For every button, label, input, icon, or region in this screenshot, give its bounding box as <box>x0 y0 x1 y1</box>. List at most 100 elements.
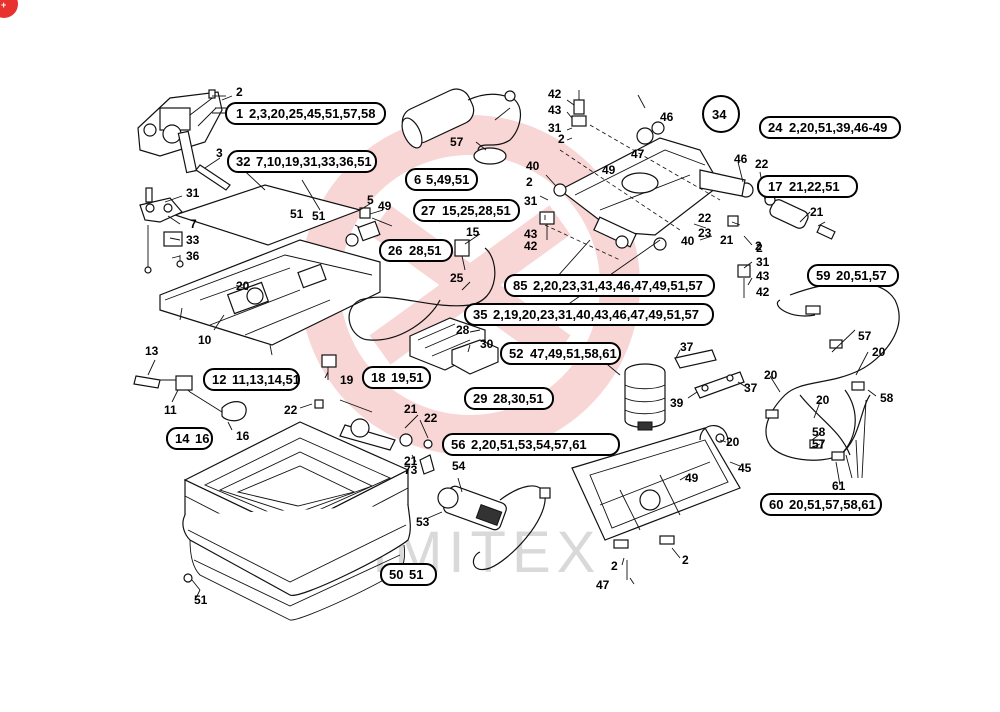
part-label: 20 <box>726 435 740 449</box>
callout-number: 59 <box>816 268 830 283</box>
part-label: 39 <box>670 396 684 410</box>
part-label: 23 <box>698 226 712 240</box>
callout-refs: 28,51 <box>409 243 442 258</box>
part-label: 43 <box>756 269 770 283</box>
part-label: 42 <box>756 285 770 299</box>
scissor-arm-drawing <box>539 90 754 298</box>
part-label: 21 <box>810 205 824 219</box>
callout-refs: 47,49,51,58,61 <box>530 346 617 361</box>
callout-number: 26 <box>388 243 402 258</box>
part-label: 22 <box>284 403 298 417</box>
callout-number: 1 <box>236 106 243 121</box>
callout-number: 12 <box>212 372 226 387</box>
corner-badge-glyph: + <box>1 0 6 10</box>
drive-motor-drawing <box>437 485 551 571</box>
part-label: 47 <box>631 147 645 161</box>
side-link-drawing <box>314 399 435 475</box>
part-label: 37 <box>744 381 758 395</box>
part-label: 20 <box>872 345 886 359</box>
part-label: 51 <box>312 209 326 223</box>
part-label: 5 <box>367 193 374 207</box>
callout-pill: 29 28,30,51 <box>464 387 554 410</box>
part-label: 2 <box>682 553 689 567</box>
part-label: 58 <box>812 425 826 439</box>
control-module-drawing <box>409 317 499 375</box>
callout-pill: 59 20,51,57 <box>807 264 899 287</box>
part-label: 36 <box>186 249 200 263</box>
callout-pill: 27 15,25,28,51 <box>413 199 520 222</box>
part-label: 43 <box>524 227 538 241</box>
part-label: 21 <box>720 233 734 247</box>
air-spring-drawing <box>624 363 666 431</box>
part-label: 28 <box>456 323 470 337</box>
part-label: 30 <box>480 337 494 351</box>
part-label: 57 <box>812 437 826 451</box>
part-label: 21 <box>404 402 418 416</box>
callout-pill: 14 16 <box>166 427 213 450</box>
part-label: 21 <box>404 454 418 468</box>
callout-pill: 6 5,49,51 <box>405 168 478 191</box>
part-label: 7 <box>190 217 197 231</box>
callout-pill: 17 21,22,51 <box>757 175 858 198</box>
air-reservoir-drawing <box>401 88 522 165</box>
part-label: 22 <box>755 157 769 171</box>
part-label: 31 <box>524 194 538 208</box>
part-label: 46 <box>660 110 674 124</box>
part-label: 2 <box>526 175 533 189</box>
part-label: 11 <box>164 403 177 417</box>
part-label: 40 <box>681 234 695 248</box>
part-label: 2 <box>756 241 763 255</box>
callout-pill: 12 11,13,14,51 <box>203 368 300 391</box>
callout-number: 32 <box>236 154 250 169</box>
callout-refs: 2,19,20,23,31,40,43,46,47,49,51,57 <box>493 307 699 322</box>
callout-number: 24 <box>768 120 783 135</box>
part-label: 20 <box>236 279 250 293</box>
callout-pill: 52 47,49,51,58,61 <box>500 342 621 365</box>
part-label: 31 <box>548 121 562 135</box>
callout-refs: 7,10,19,31,33,36,51 <box>256 154 372 169</box>
callout-refs: 5,49,51 <box>426 172 469 187</box>
callout-refs: 16 <box>195 431 209 446</box>
seat-frame-drawing <box>159 184 381 356</box>
part-label: 53 <box>416 515 430 529</box>
part-label: 49 <box>602 163 616 177</box>
callout-refs: 2,20,23,31,43,46,47,49,51,57 <box>533 278 703 293</box>
callout-refs: 15,25,28,51 <box>442 203 511 218</box>
part-label: 51 <box>290 207 304 221</box>
part-label: 47 <box>596 578 610 592</box>
part-label: 10 <box>198 333 212 347</box>
callout-number: 52 <box>509 346 523 361</box>
part-label: 49 <box>378 199 392 213</box>
part-label: 16 <box>236 429 250 443</box>
bracket-assembly-drawing <box>139 187 184 274</box>
part-label: 31 <box>186 186 200 200</box>
part-label: 73 <box>404 463 418 477</box>
part-label: 13 <box>145 344 159 358</box>
callout-pill: 18 19,51 <box>362 366 431 389</box>
part-label: 46 <box>734 152 748 166</box>
part-label: 61 <box>832 479 846 493</box>
part-label: 20 <box>816 393 830 407</box>
switch-lever-drawing <box>133 375 247 422</box>
callout-refs: 19,51 <box>391 370 424 385</box>
callout-pill: 85 2,20,23,31,43,46,47,49,51,57 <box>504 274 715 297</box>
part-number-labels: 2 3 31 7 33 36 20 10 5 49 51 15 25 28 30… <box>145 85 894 607</box>
part-label: 22 <box>424 411 438 425</box>
part-label: 37 <box>680 340 694 354</box>
part-label: 57 <box>450 135 464 149</box>
callout-pill: 56 2,20,51,53,54,57,61 <box>442 433 620 456</box>
part-label: 42 <box>548 87 562 101</box>
part-label: 40 <box>526 159 540 173</box>
valve-cable-drawing <box>345 217 496 341</box>
callout-number: 18 <box>371 370 385 385</box>
part-label: 58 <box>880 391 894 405</box>
callout-refs: 20,51,57,58,61 <box>789 497 876 512</box>
part-label: 2 <box>558 132 565 146</box>
diagram-number-circle: 34 <box>702 95 740 133</box>
part-label: 42 <box>524 239 538 253</box>
callout-pill: 26 28,51 <box>379 239 453 262</box>
callout-pill: 60 20,51,57,58,61 <box>760 493 882 516</box>
part-label: 45 <box>738 461 752 475</box>
callout-number: 60 <box>769 497 783 512</box>
